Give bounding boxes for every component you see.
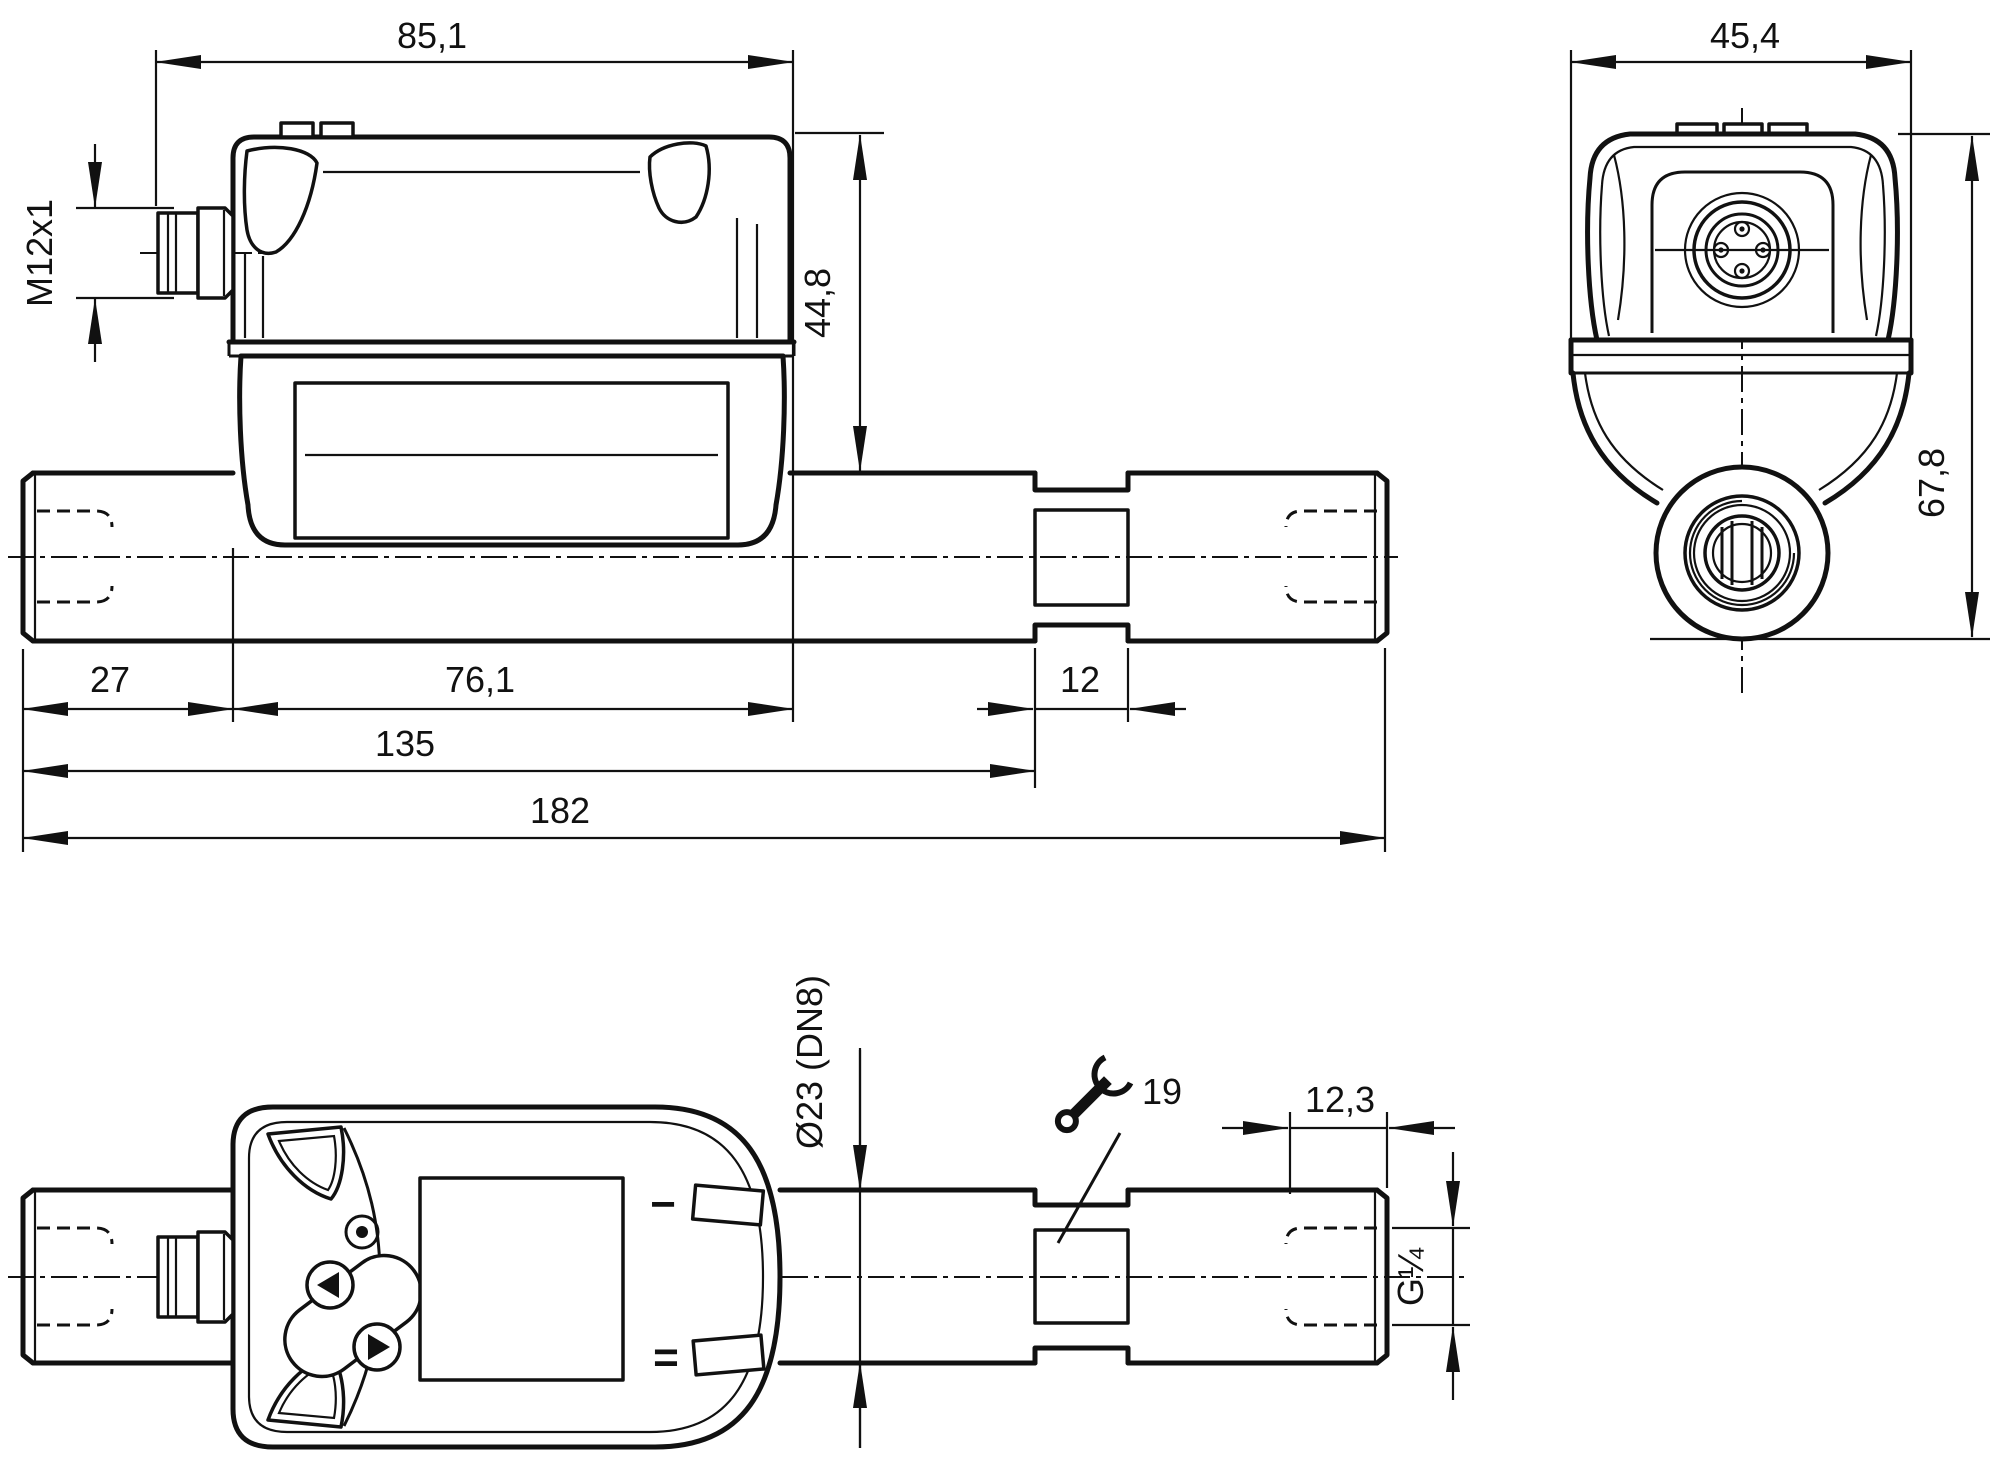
dim-45-4: 45,4 xyxy=(1569,15,1913,373)
dim-label-45-4: 45,4 xyxy=(1710,15,1780,56)
pipe-side xyxy=(8,470,1398,644)
dim-label-85-1: 85,1 xyxy=(397,15,467,56)
leader-line xyxy=(1056,1132,1122,1244)
connector-thread xyxy=(156,211,200,295)
connector-thread xyxy=(156,1235,200,1319)
dim-27: 27 xyxy=(21,548,235,852)
lower-body-front xyxy=(1570,370,1912,642)
dim-label-182: 182 xyxy=(530,790,590,831)
m12-connector-side xyxy=(140,206,262,300)
thread-arc xyxy=(1688,499,1796,607)
wrench-flat-square xyxy=(1033,508,1130,607)
dome-front-face xyxy=(1650,170,1835,333)
dim-label-dia23: Ø23 (DN8) xyxy=(789,975,830,1149)
dim-label-44-8: 44,8 xyxy=(797,268,838,338)
dim-12: 12 xyxy=(977,648,1186,788)
wrench-callout: 19 xyxy=(1054,1054,1182,1244)
side-view: 85,1 M12x1 44,8 27 76,1 xyxy=(8,15,1398,852)
dim-g-quarter: G¼ xyxy=(1390,1152,1470,1400)
sensor-body-top-view: − = xyxy=(230,1104,783,1450)
display-window xyxy=(418,1176,625,1382)
port-boss xyxy=(1653,464,1831,642)
top-view: − = Ø23 (DN8) 19 xyxy=(8,975,1470,1450)
socket-pin xyxy=(1712,241,1730,259)
dim-182: 182 xyxy=(22,648,1387,852)
wrench-flat-square xyxy=(1033,1228,1130,1325)
dim-label-27: 27 xyxy=(90,659,130,700)
dim-135: 135 xyxy=(22,723,1036,778)
dim-label-12-3: 12,3 xyxy=(1305,1079,1375,1120)
dim-label-67-8: 67,8 xyxy=(1911,448,1952,518)
m12-connector-top-view xyxy=(156,1230,235,1324)
dim-label-19: 19 xyxy=(1142,1071,1182,1112)
seal-wing-left xyxy=(242,145,319,255)
index-tab-bottom xyxy=(691,1333,766,1377)
housing-tab xyxy=(279,121,315,139)
dim-m12x1: M12x1 xyxy=(19,144,174,362)
dim-44-8: 44,8 xyxy=(795,131,884,475)
arrow-right-icon xyxy=(368,1334,390,1360)
marker-minus: − xyxy=(650,1180,676,1229)
m12-socket-front xyxy=(1655,191,1829,309)
arrow-left-icon xyxy=(317,1272,339,1298)
housing-base xyxy=(237,353,787,548)
dim-76-1: 76,1 xyxy=(232,659,794,716)
dim-label-m12x1: M12x1 xyxy=(19,199,60,307)
dim-label-12: 12 xyxy=(1060,659,1100,700)
wrench-icon xyxy=(1054,1054,1134,1134)
sensor-housing-side xyxy=(226,121,797,548)
connector-nut xyxy=(196,1230,235,1324)
seal-wing-right xyxy=(647,141,711,224)
socket-pin xyxy=(1754,241,1772,259)
dim-label-g14: G¼ xyxy=(1390,1247,1431,1306)
index-tab-top xyxy=(690,1183,766,1227)
pipe-top-view xyxy=(20,1187,1390,1366)
marker-equals: = xyxy=(653,1333,679,1382)
front-view: 45,4 67,8 xyxy=(1568,15,1990,698)
dim-label-135: 135 xyxy=(375,723,435,764)
female-thread-hidden xyxy=(37,509,114,528)
dim-12-3: 12,3 xyxy=(1222,1079,1455,1194)
led-indicator xyxy=(344,1214,380,1250)
dim-85-1: 85,1 xyxy=(154,15,795,722)
display-recess-side xyxy=(293,381,730,540)
housing-tab xyxy=(319,121,355,139)
connector-nut xyxy=(196,206,235,300)
dim-label-76-1: 76,1 xyxy=(445,659,515,700)
seal-wing-top xyxy=(266,1125,346,1201)
dim-dia-23: Ø23 (DN8) xyxy=(789,975,867,1448)
dim-67-8: 67,8 xyxy=(1650,132,1990,641)
socket-pin xyxy=(1733,262,1751,280)
socket-pin xyxy=(1733,220,1751,238)
